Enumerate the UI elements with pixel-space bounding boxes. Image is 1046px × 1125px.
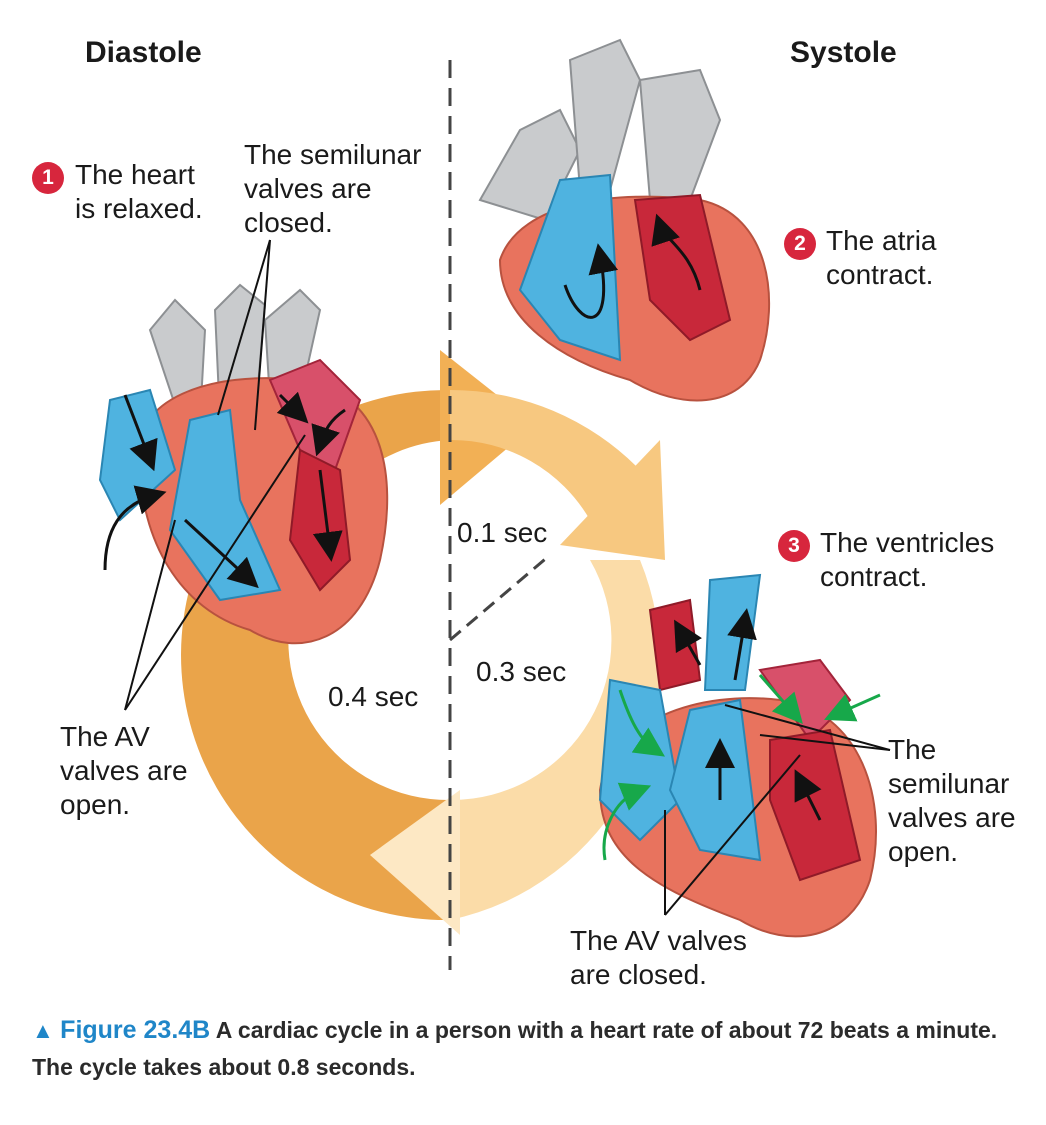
step-1-badge: 1 xyxy=(32,162,64,194)
figure-number: Figure 23.4B xyxy=(60,1016,211,1044)
cycle-arrowhead-right xyxy=(560,440,665,560)
av-valves-open-label: The AV valves are open. xyxy=(60,721,188,820)
step-2-badge: 2 xyxy=(784,228,816,260)
duration-0.1-sec: 0.1 sec xyxy=(457,517,548,548)
caption-triangle-icon: ▲ xyxy=(32,1018,54,1043)
cycle-segment-0.1-sec xyxy=(450,389,640,520)
diastole-heading: Diastole xyxy=(85,36,202,69)
semilunar-valves-closed-label: The semilunar valves are closed. xyxy=(244,139,422,238)
systole-heading: Systole xyxy=(790,36,897,69)
duration-0.4-sec: 0.4 sec xyxy=(328,681,419,712)
heart-atria-contract-illustration xyxy=(478,38,771,402)
av-valves-closed-label: The AV valves are closed. xyxy=(570,925,747,990)
step-1-text: The heart is relaxed. xyxy=(75,159,203,224)
phase-divider-diagonal xyxy=(449,553,551,642)
leader-lines xyxy=(124,239,891,916)
caption-text: A cardiac cycle in a person with a heart… xyxy=(32,1017,998,1080)
step-3-badge: 3 xyxy=(778,530,810,562)
step-2-text: The atria contract. xyxy=(826,225,937,290)
semilunar-valves-open-label: The semilunar valves are open. xyxy=(888,734,1016,867)
step-3-text: The ventricles contract. xyxy=(820,527,995,592)
cycle-segment-0.3-sec xyxy=(450,560,660,920)
heart-relaxed-illustration xyxy=(98,283,389,645)
heart-ventricles-contract-illustration xyxy=(598,573,881,938)
duration-0.3-sec: 0.3 sec xyxy=(476,656,567,687)
cycle-arrowhead-bottom xyxy=(370,790,460,935)
figure-caption: ▲ Figure 23.4B A cardiac cycle in a pers… xyxy=(32,1012,1022,1085)
